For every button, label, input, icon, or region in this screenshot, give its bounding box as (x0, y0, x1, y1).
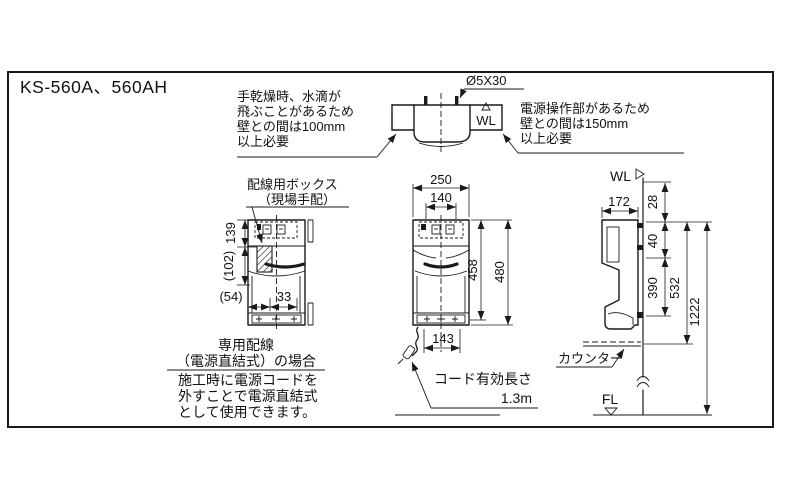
dim-250-label: 250 (430, 172, 452, 187)
wiring-box-hatched (256, 245, 273, 273)
dim-1222-label: 1222 (687, 298, 702, 327)
break-symbol (636, 376, 650, 388)
fl-level-icon (604, 407, 618, 416)
wiring-box-line1: 配線用ボックス (247, 177, 338, 192)
side-panel-recess (606, 226, 620, 263)
front-view: 250 140 458 480 143 (395, 172, 513, 416)
dim-140-label: 140 (430, 190, 452, 205)
leader-power (502, 133, 519, 154)
side-view: WL 172 28 40 (556, 168, 712, 416)
note-wiring-box: 配線用ボックス （現場手配） (246, 177, 349, 244)
floor-level-mark: FL (602, 391, 619, 416)
dedicated-body1: 施工時に電源コードを (178, 372, 318, 388)
screw-spec-label: Ø5X30 (466, 73, 506, 88)
control-panel-left (254, 221, 298, 239)
left-view: 139 (102) (54) 33 (219, 215, 314, 330)
note-splash-line1: 手乾燥時、水滴が (237, 89, 341, 104)
mount-tab-mid (637, 245, 643, 250)
dedicated-body3: として使用できます。 (178, 404, 316, 420)
wl-level-icon-side (635, 168, 645, 180)
dim-side-390: 390 (645, 258, 669, 316)
note-splash-line4: 以上必要 (237, 134, 289, 149)
fl-label: FL (602, 391, 619, 407)
dim-front-250: 250 (412, 172, 470, 217)
note-splash-line3: 壁との間は100mm (237, 119, 345, 134)
dim-front-143: 143 (423, 329, 461, 353)
dryer-body-side (601, 219, 639, 330)
note-power-clearance: 電源操作部があるため 壁との間は150mm 以上必要 (502, 101, 684, 154)
leader-counter (611, 348, 625, 368)
dim-front-140: 140 (425, 190, 457, 219)
note-dedicated-wiring: 専用配線 （電源直結式）の場合 施工時に電源コードを 外すことで電源直結式 とし… (167, 337, 325, 420)
model-title: KS-560A、560AH (20, 77, 168, 97)
dim-side-40: 40 (645, 222, 669, 258)
dim-side-1222: 1222 (687, 222, 711, 414)
note-power-line3: 以上必要 (520, 131, 572, 146)
dim-33-label: 33 (277, 289, 291, 304)
dim-28-label: 28 (645, 195, 660, 209)
plan-view: WL Ø5X30 (391, 73, 524, 152)
leader-cord (411, 361, 432, 409)
dim-side-172: 172 (601, 194, 639, 218)
dim-left-139: 139 (223, 219, 257, 248)
note-power-line2: 壁との間は150mm (520, 116, 628, 131)
dim-390-label: 390 (645, 277, 660, 299)
wl-level-icon-plan (481, 102, 491, 111)
dim-54-label: (54) (219, 289, 242, 304)
dedicated-body2: 外すことで電源直結式 (178, 388, 318, 404)
air-outlet-front (423, 262, 459, 269)
cord-note-line2: 1.3m (501, 390, 532, 406)
dedicated-heading2: （電源直結式）の場合 (176, 353, 316, 369)
dedicated-heading1: 専用配線 (218, 337, 274, 353)
screw-left (424, 96, 428, 105)
dim-left-33: 33 (269, 289, 298, 311)
leader-screw (459, 88, 467, 99)
wl-label-plan: WL (476, 113, 496, 128)
drawing-border (7, 71, 774, 428)
dim-480-label: 480 (492, 261, 507, 283)
dim-left-54: (54) (219, 289, 270, 311)
dim-102-label: (102) (221, 251, 236, 281)
note-cord-length: コード有効長さ 1.3m (411, 361, 538, 409)
note-counter: カウンター (556, 348, 625, 368)
dim-143-label: 143 (432, 331, 454, 346)
screw-right (455, 96, 459, 105)
dim-side-28: 28 (645, 183, 669, 222)
dim-532-label: 532 (667, 277, 682, 299)
note-splash-line2: 飛ぶことがあるため (237, 104, 354, 119)
cord-note-line1: コード有効長さ (434, 371, 532, 387)
mount-tab-top (637, 223, 643, 228)
note-splash-clearance: 手乾燥時、水滴が 飛ぶことがあるため 壁との間は100mm 以上必要 (237, 89, 397, 158)
dim-458-label: 458 (465, 259, 480, 281)
wl-label-side: WL (610, 168, 631, 184)
dim-left-102: (102) (221, 247, 250, 286)
counter-label: カウンター (558, 351, 623, 366)
dim-front-480: 480 (471, 220, 513, 326)
dryer-body-plan (413, 104, 471, 143)
wiring-box-line2: （現場手配） (258, 192, 336, 207)
mount-tab-bottom (637, 312, 643, 318)
dim-139-label: 139 (223, 222, 238, 244)
plug (402, 345, 416, 360)
leader-splash (376, 133, 397, 158)
dim-40-label: 40 (645, 234, 660, 248)
power-cord (397, 326, 419, 365)
note-power-line1: 電源操作部があるため (520, 101, 650, 116)
wall-channel (307, 219, 314, 326)
dim-side-532: 532 (667, 222, 691, 344)
dim-172-label: 172 (608, 194, 630, 209)
